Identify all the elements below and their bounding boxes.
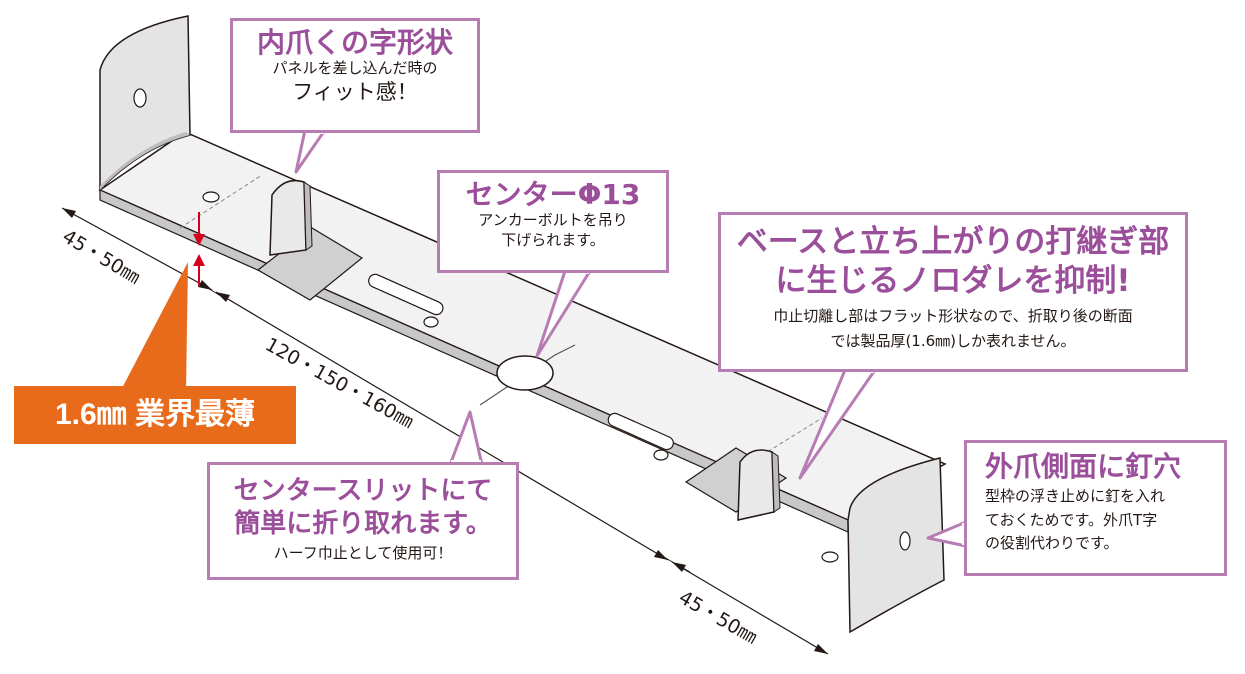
base-hole-right bbox=[821, 551, 839, 563]
callout-center-hole: センターΦ13 アンカーボルトを吊り 下げられます。 bbox=[437, 170, 669, 273]
callout-title: 簡単に折り取れます。 bbox=[234, 508, 492, 539]
extension-line bbox=[197, 281, 225, 299]
fold-line bbox=[179, 174, 263, 229]
callout-text: の役割代わりです。 bbox=[985, 534, 1119, 553]
callout-inner-claw: 内爪くの字形状 パネルを差し込んだ時の フィット感！ bbox=[230, 18, 480, 133]
right-upright-hole bbox=[899, 531, 911, 551]
dimension-arrow bbox=[198, 280, 212, 290]
pointer-center-slit bbox=[448, 410, 484, 467]
dimension-line-right bbox=[671, 561, 829, 655]
left-inner-claw-side bbox=[303, 181, 313, 251]
base-hole-left bbox=[202, 191, 220, 203]
pointer-inner-claw bbox=[294, 128, 327, 174]
callout-center-slit: センタースリットにて 簡単に折り取れます。 ハーフ巾止として使用可！ bbox=[207, 462, 519, 580]
center-hole bbox=[496, 355, 554, 391]
callout-text: ておくためです。外爪T字 bbox=[985, 510, 1158, 529]
callout-title: センタースリットにて bbox=[233, 476, 493, 506]
badge-pointer bbox=[120, 262, 188, 392]
dimension-arrow bbox=[672, 562, 686, 572]
callout-text: 下げられます。 bbox=[501, 230, 605, 249]
callout-text-strong: フィット感！ bbox=[292, 79, 418, 104]
thinnest-badge: 1.6㎜ 業界最薄 bbox=[14, 386, 296, 444]
callout-text: では製品厚(1.6㎜)しか表れません。 bbox=[830, 332, 1076, 350]
dimension-line-middle bbox=[215, 291, 669, 561]
base-hole bbox=[423, 316, 439, 328]
callout-text: 巾止切離し部はフラット形状なので、折取り後の断面 bbox=[773, 306, 1133, 325]
callout-title: ベースと立ち上がりの打継ぎ部 bbox=[736, 224, 1170, 260]
thickness-arrow-head bbox=[193, 254, 205, 266]
slot-left bbox=[368, 273, 444, 316]
left-inner-claw bbox=[269, 179, 307, 256]
callout-outer-nail: 外爪側面に釘穴 型枠の浮き止めに釘を入れ ておくためです。外爪T字 の役割代わり… bbox=[964, 440, 1227, 576]
left-upright-hole bbox=[133, 88, 147, 108]
thickness-arrow-head bbox=[193, 234, 205, 246]
extension-line bbox=[661, 555, 691, 573]
callout-text: パネルを差し込んだ時の bbox=[272, 59, 438, 78]
callout-base-joint: ベースと立ち上がりの打継ぎ部 に生じるノロダレを抑制! 巾止切離し部はフラット形… bbox=[718, 212, 1188, 372]
callout-title: 内爪くの字形状 bbox=[256, 26, 453, 59]
callout-title: センターΦ13 bbox=[465, 178, 641, 211]
center-slit-line bbox=[479, 344, 576, 406]
right-inner-claw bbox=[737, 449, 775, 521]
right-inner-claw-side bbox=[771, 451, 781, 513]
callout-text: アンカーボルトを吊り bbox=[478, 211, 628, 230]
callout-text: ハーフ巾止として使用可！ bbox=[273, 544, 453, 562]
dimension-arrow bbox=[62, 208, 76, 218]
slot-right bbox=[607, 412, 674, 451]
callout-title: 外爪側面に釘穴 bbox=[985, 450, 1182, 483]
callout-title: に生じるノロダレを抑制! bbox=[775, 262, 1131, 299]
dimension-arrow bbox=[814, 644, 828, 654]
base-hole bbox=[653, 449, 669, 461]
right-upright bbox=[847, 457, 945, 634]
callout-text: 型枠の浮き止めに釘を入れ bbox=[985, 487, 1166, 506]
